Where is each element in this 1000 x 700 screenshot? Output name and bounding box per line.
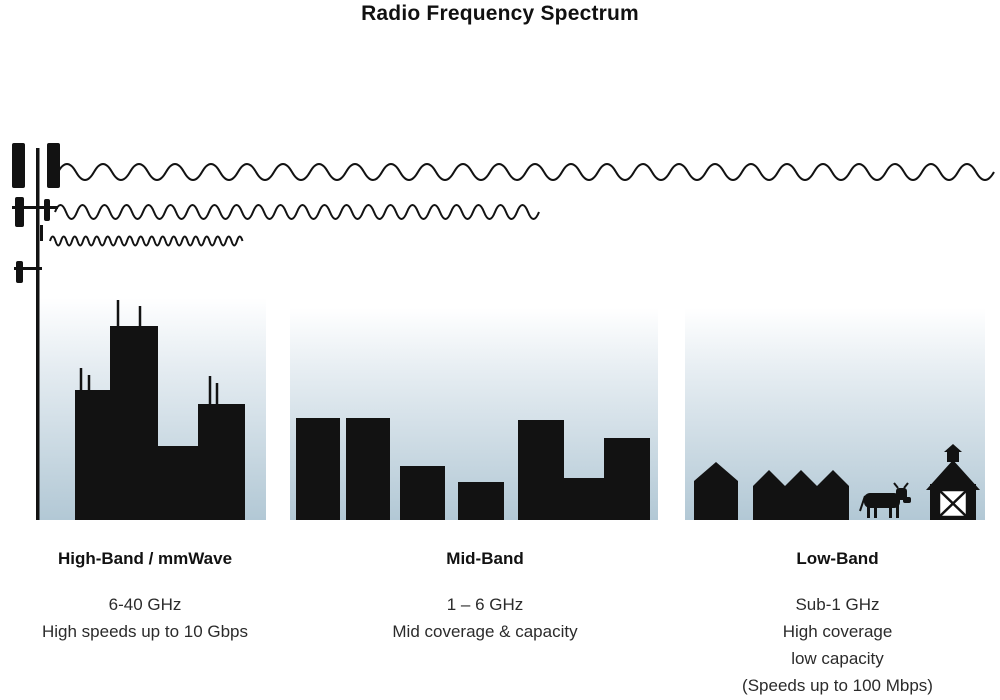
low-band-detail-1: High coverage — [782, 622, 893, 641]
city-skyline — [75, 300, 245, 520]
rooftop-antennas — [79, 300, 219, 406]
low-band-detail-3: (Speeds up to 100 Mbps) — [742, 676, 933, 695]
radio-waves — [49, 163, 995, 247]
mid-frequency-wave — [54, 204, 540, 220]
cow-icon — [859, 482, 911, 518]
mid-band-label: Mid-Band — [446, 549, 524, 568]
low-band-description: Sub-1 GHz High coverage low capacity (Sp… — [690, 591, 985, 699]
high-band-label: High-Band / mmWave — [57, 549, 233, 568]
low-frequency-wave — [57, 163, 995, 181]
mid-band-description: 1 – 6 GHz Mid coverage & capacity — [340, 591, 630, 645]
low-band-label: Low-Band — [796, 549, 879, 568]
diagram-title: Radio Frequency Spectrum — [361, 2, 639, 25]
high-band-frequency: 6-40 GHz — [108, 595, 182, 614]
rural-scene — [694, 444, 980, 520]
houses-icon — [694, 462, 849, 520]
barn-icon — [926, 444, 980, 520]
low-band-frequency: Sub-1 GHz — [795, 595, 880, 614]
low-band-detail-2: low capacity — [791, 649, 884, 668]
mid-band-frequency: 1 – 6 GHz — [446, 595, 524, 614]
high-band-description: 6-40 GHz High speeds up to 10 Gbps — [15, 591, 275, 645]
mid-band-detail: Mid coverage & capacity — [392, 622, 578, 641]
high-frequency-wave — [49, 235, 244, 247]
cell-tower-icon — [12, 143, 60, 520]
high-band-detail: High speeds up to 10 Gbps — [41, 622, 249, 641]
mid-rise-buildings — [296, 418, 650, 520]
